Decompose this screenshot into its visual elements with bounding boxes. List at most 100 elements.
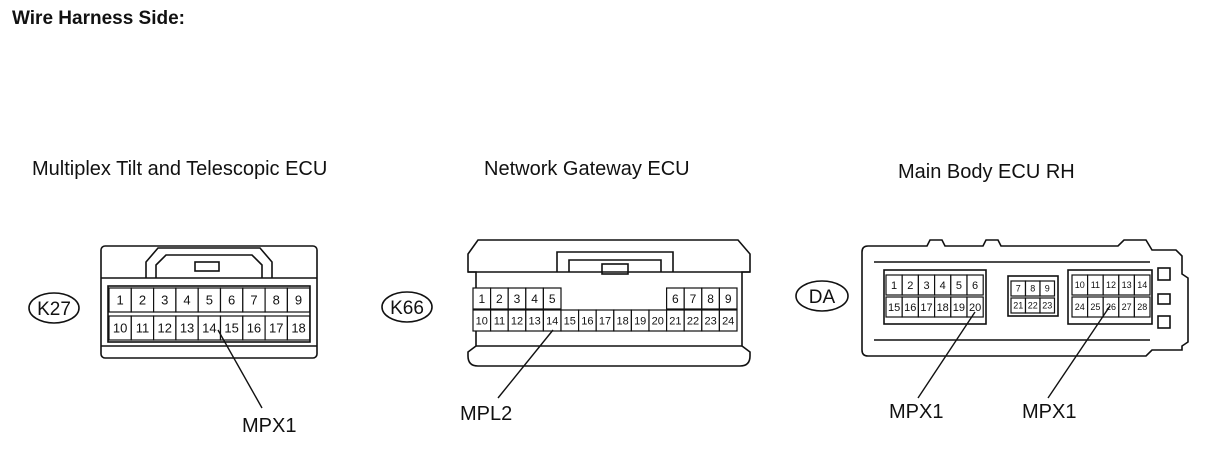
- k27-pin-label-3: 3: [161, 293, 168, 308]
- da-callout-label-1: MPX1: [889, 401, 943, 423]
- k27-cavity-frame: [107, 285, 311, 343]
- k66-callout-label: MPL2: [460, 403, 512, 425]
- da-pin-label-14: 14: [1137, 280, 1147, 290]
- da-pin-label-15: 15: [888, 302, 900, 314]
- k27-pin-label-11: 11: [136, 321, 150, 336]
- diagram-title: Wire Harness Side:: [12, 8, 186, 29]
- da-pin-label-23: 23: [1042, 301, 1052, 311]
- da-block-1-frame: [883, 269, 987, 325]
- da-pin-label-25: 25: [1090, 302, 1100, 312]
- da-pin-label-3: 3: [923, 280, 929, 292]
- k66-pin-label-19: 19: [634, 315, 646, 327]
- da-pin-label-11: 11: [1091, 280, 1100, 290]
- da-pin-label-28: 28: [1137, 302, 1147, 312]
- da-pin-label-5: 5: [956, 280, 962, 292]
- k66-pin-label-8: 8: [707, 292, 714, 306]
- da-pin-label-12: 12: [1106, 280, 1116, 290]
- da-callout-label-2: MPX1: [1022, 401, 1076, 423]
- k66-pin-label-5: 5: [549, 292, 556, 306]
- k27-pin-label-4: 4: [183, 293, 190, 308]
- connector-code-k27: K27: [28, 292, 80, 324]
- k27-pin-label-8: 8: [273, 293, 280, 308]
- k66-pin-5: [542, 287, 562, 310]
- k66-pin-label-11: 11: [494, 315, 505, 327]
- k66-lock-outer: [556, 251, 674, 272]
- da-pin-14: [1133, 274, 1151, 296]
- k27-lock-inner: [155, 254, 263, 278]
- da-pin-label-6: 6: [972, 280, 978, 292]
- da-code-oval: [795, 280, 849, 312]
- k66-pin-label-2: 2: [496, 292, 503, 306]
- da-code-label: DA: [809, 287, 836, 308]
- k27-code-label: K27: [37, 299, 71, 320]
- k66-pin-label-14: 14: [546, 315, 558, 327]
- da-pin-label-8: 8: [1030, 284, 1035, 294]
- k27-pin-label-5: 5: [206, 293, 213, 308]
- k66-pin-label-22: 22: [687, 315, 699, 327]
- da-pin-label-22: 22: [1028, 301, 1038, 311]
- k27-callout-line: [217, 329, 263, 409]
- da-latch-top: [1157, 267, 1171, 281]
- da-callout-line-1: [917, 311, 976, 399]
- k27-pin-18: [286, 315, 311, 341]
- da-pin-label-10: 10: [1075, 280, 1085, 290]
- da-pin-6: [966, 274, 984, 296]
- da-pin-label-16: 16: [904, 302, 916, 314]
- k66-pin-label-15: 15: [564, 315, 576, 327]
- k66-pin-label-9: 9: [725, 292, 732, 306]
- k66-pin-label-3: 3: [514, 292, 521, 306]
- da-pin-label-18: 18: [937, 302, 949, 314]
- da-housing: [861, 239, 1189, 357]
- k66-pin-label-23: 23: [704, 315, 716, 327]
- k27-pin-label-12: 12: [158, 321, 172, 336]
- k66-code-label: K66: [390, 298, 424, 319]
- da-pin-label-9: 9: [1045, 284, 1050, 294]
- k66-pin-24: [718, 309, 738, 332]
- da-pin-label-27: 27: [1122, 302, 1132, 312]
- k66-pin-label-1: 1: [478, 292, 485, 306]
- k66-pin-label-17: 17: [599, 315, 611, 327]
- k66-pin-label-20: 20: [652, 315, 664, 327]
- k66-pin-label-7: 7: [690, 292, 697, 306]
- k66-lock-tab: [601, 263, 629, 275]
- k27-pin-9: [286, 287, 311, 313]
- k27-pin-label-7: 7: [250, 293, 257, 308]
- k66-pin-label-12: 12: [511, 315, 523, 327]
- k66-code-oval: [381, 291, 433, 323]
- da-block-2-frame: [1007, 275, 1059, 317]
- da-pin-28: [1133, 296, 1151, 318]
- da-block-3-frame: [1067, 269, 1153, 325]
- k27-pin-label-14: 14: [202, 321, 216, 336]
- da-latch-mid: [1157, 293, 1171, 305]
- da-pin-label-7: 7: [1016, 284, 1021, 294]
- k27-pin-label-16: 16: [247, 321, 261, 336]
- k27-code-oval: [28, 292, 80, 324]
- k27-pin-label-1: 1: [117, 293, 124, 308]
- da-callout-line-2: [1047, 305, 1111, 399]
- da-latch-bottom: [1157, 315, 1171, 329]
- da-pin-label-20: 20: [969, 302, 981, 314]
- da-pin-label-2: 2: [907, 280, 913, 292]
- k27-housing: [100, 245, 318, 359]
- k66-pin-label-24: 24: [722, 315, 734, 327]
- da-pin-label-24: 24: [1075, 302, 1085, 312]
- k27-pin-label-6: 6: [228, 293, 235, 308]
- k66-pin-label-10: 10: [476, 315, 488, 327]
- connector-k66-name: Network Gateway ECU: [484, 158, 690, 180]
- k27-pin-label-17: 17: [269, 321, 283, 336]
- connector-code-da: DA: [795, 280, 849, 312]
- k27-pin-label-2: 2: [139, 293, 146, 308]
- k66-lock-inner: [568, 259, 662, 272]
- k27-pin-label-15: 15: [224, 321, 238, 336]
- k27-lock-tab: [194, 261, 220, 272]
- connector-da-name: Main Body ECU RH: [898, 161, 1075, 183]
- k66-pin-label-4: 4: [531, 292, 538, 306]
- da-pin-23: [1039, 297, 1056, 314]
- connector-k27-name: Multiplex Tilt and Telescopic ECU: [32, 158, 328, 180]
